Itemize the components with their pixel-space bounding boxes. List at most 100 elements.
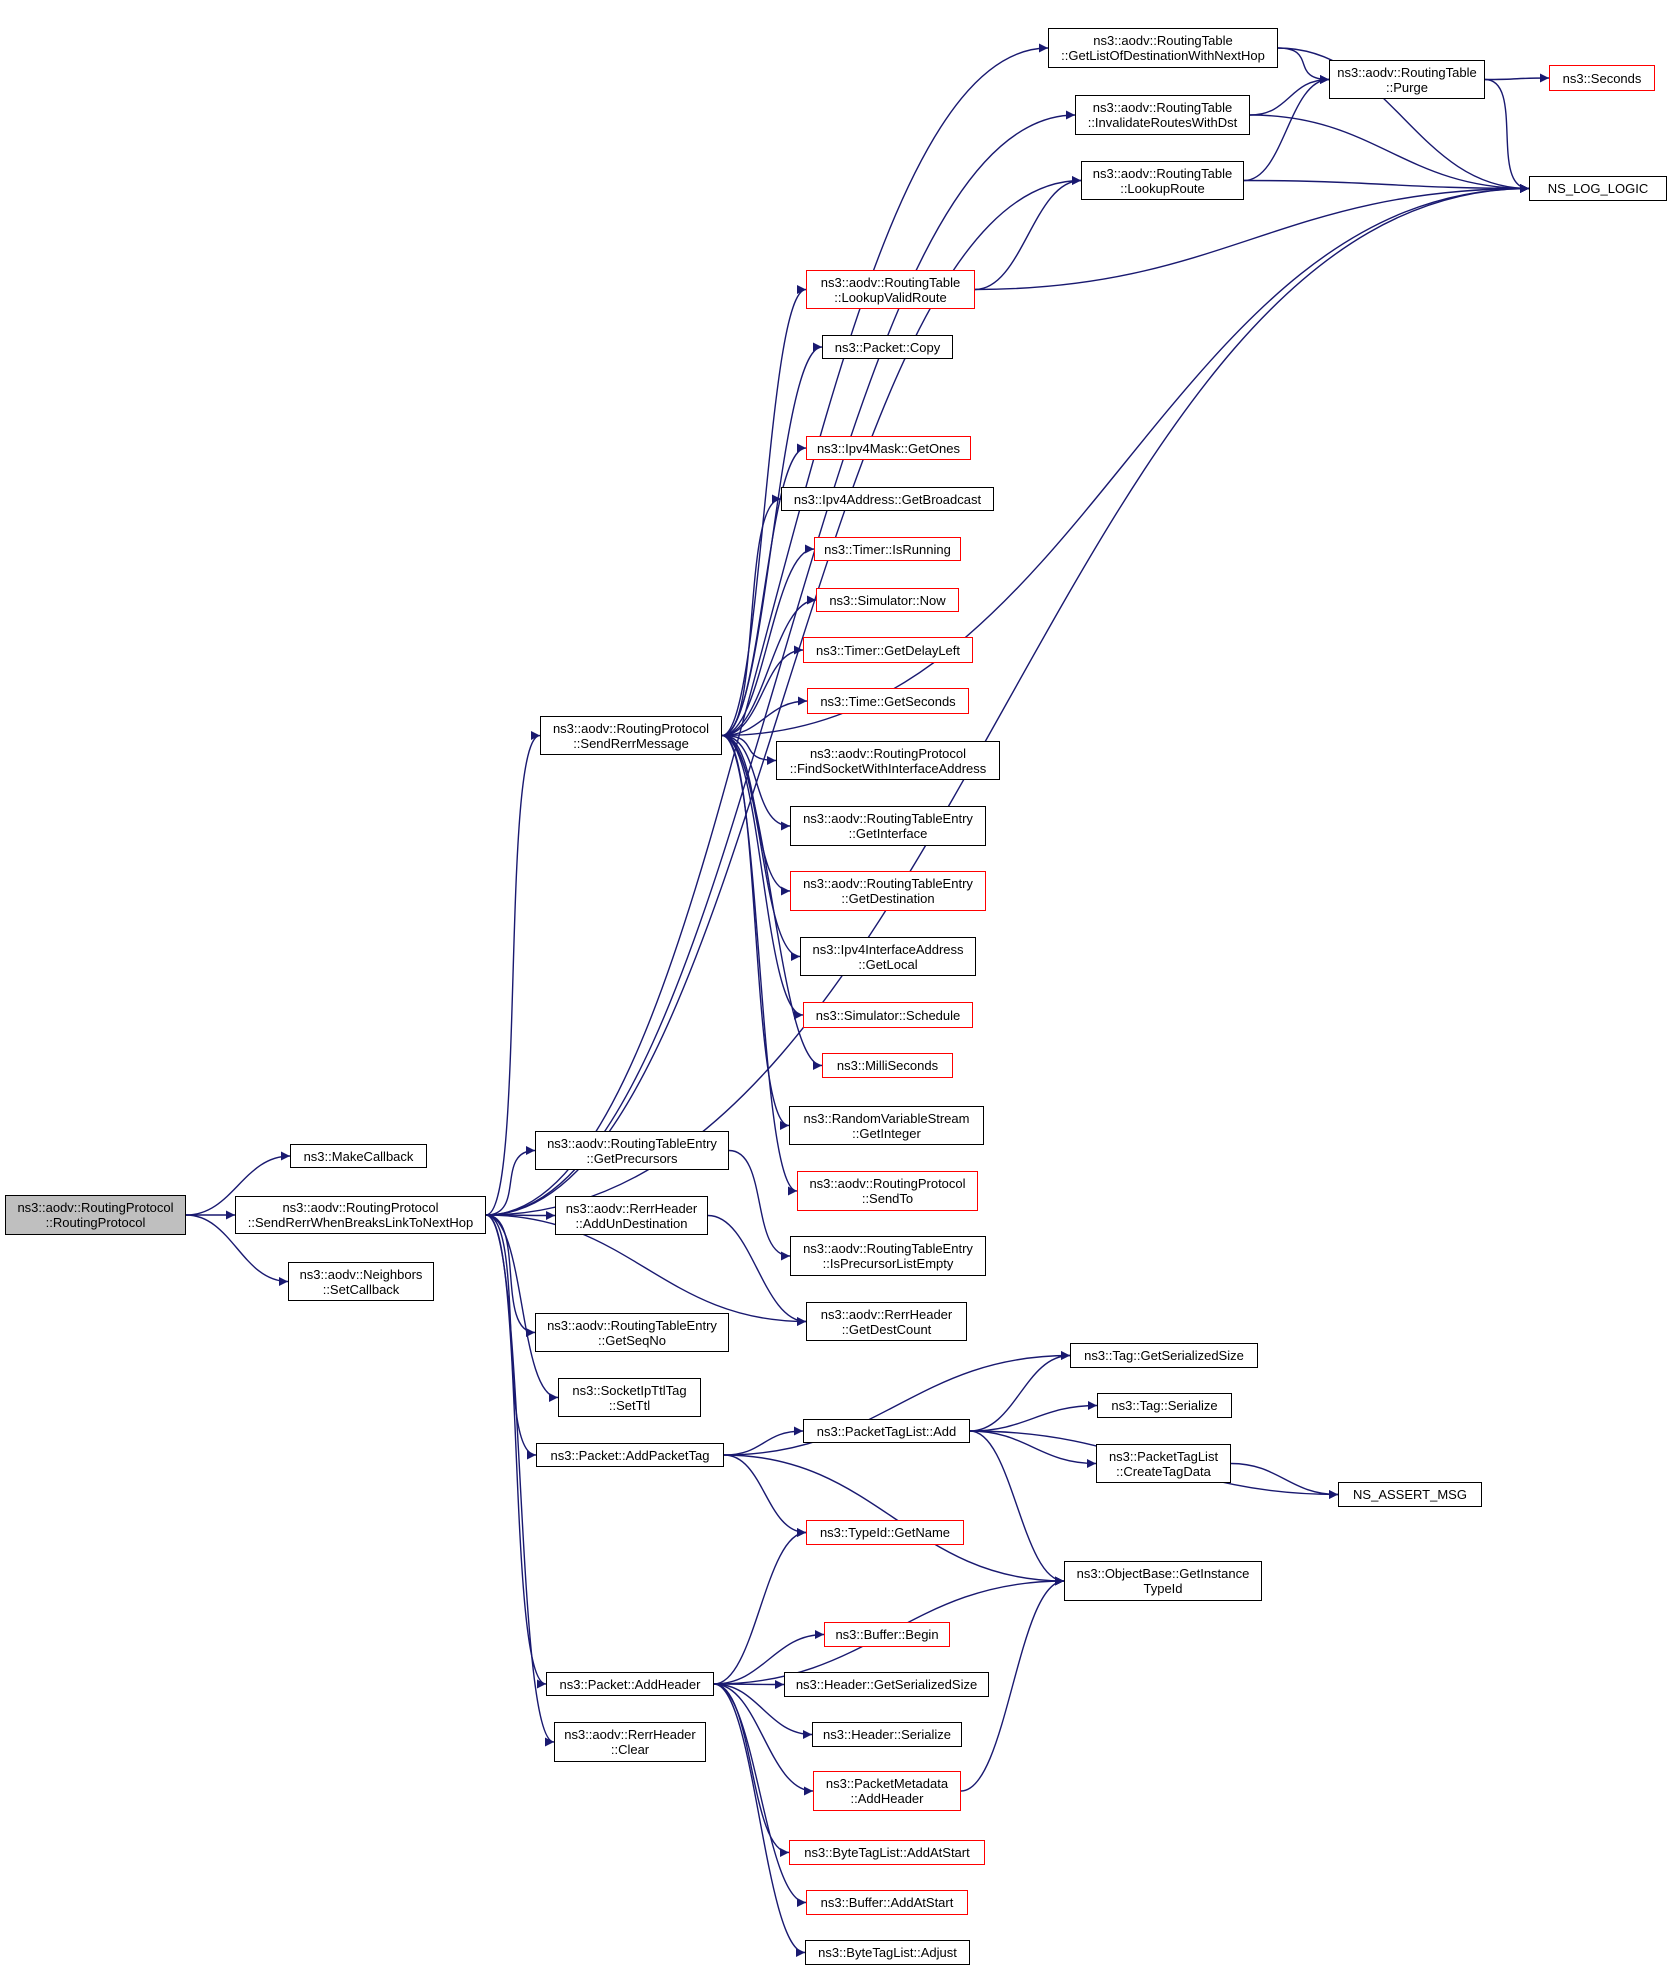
- node-label-line: ns3::aodv::RoutingTableEntry: [803, 876, 973, 891]
- node-purge[interactable]: ns3::aodv::RoutingTable::Purge: [1329, 60, 1485, 99]
- node-label-line: ::SendRerrWhenBreaksLinkToNextHop: [247, 1215, 474, 1230]
- edge-invalidate-to-purge: [1249, 75, 1330, 116]
- node-nsassert[interactable]: NS_ASSERT_MSG: [1338, 1482, 1482, 1507]
- node-seconds[interactable]: ns3::Seconds: [1549, 65, 1655, 91]
- node-label-line: ns3::PacketMetadata: [825, 1776, 949, 1791]
- node-tagser[interactable]: ns3::Tag::Serialize: [1097, 1393, 1232, 1418]
- edge-purge-to-nslog: [1484, 78, 1530, 193]
- node-label-line: ns3::Packet::Copy: [834, 339, 941, 355]
- node-label-line: ::CreateTagData: [1116, 1463, 1211, 1479]
- node-getbcast[interactable]: ns3::Ipv4Address::GetBroadcast: [781, 487, 994, 511]
- node-label-line: ns3::Simulator::Schedule: [815, 1007, 961, 1023]
- node-label-line: ::SetCallback: [322, 1281, 400, 1297]
- edge-getlistdest-to-purge: [1277, 47, 1330, 84]
- edge-sendrerrbreak-to-invalidate: [485, 110, 1076, 1216]
- node-getprec[interactable]: ns3::aodv::RoutingTableEntry::GetPrecurs…: [535, 1131, 729, 1170]
- node-label-line: ns3::aodv::RoutingTable: [820, 274, 961, 290]
- node-label-line: ns3::aodv::RoutingTable: [1092, 165, 1233, 181]
- node-lookupvalid[interactable]: ns3::aodv::RoutingTable::LookupValidRout…: [806, 270, 975, 309]
- edge-ptladd-to-tagser: [969, 1401, 1098, 1432]
- node-label-line: ns3::aodv::RoutingTable: [1092, 100, 1233, 115]
- node-rerrclear[interactable]: ns3::aodv::RerrHeader::Clear: [554, 1722, 706, 1762]
- node-getdest[interactable]: ns3::aodv::RoutingTableEntry::GetDestina…: [790, 871, 986, 911]
- node-label-line: ns3::Timer::GetDelayLeft: [815, 642, 960, 658]
- node-label-line: NS_ASSERT_MSG: [1353, 1487, 1467, 1502]
- node-schedule[interactable]: ns3::Simulator::Schedule: [803, 1002, 973, 1028]
- node-label-line: ns3::aodv::RerrHeader: [564, 1727, 696, 1742]
- node-label-line: ns3::ObjectBase::GetInstance: [1076, 1566, 1250, 1581]
- node-pmaddhdr[interactable]: ns3::PacketMetadata::AddHeader: [813, 1771, 961, 1811]
- node-btladjust[interactable]: ns3::ByteTagList::Adjust: [805, 1940, 970, 1965]
- edge-lookupvalid-to-nslog: [974, 184, 1530, 291]
- node-millis[interactable]: ns3::MilliSeconds: [822, 1053, 953, 1078]
- node-addheader[interactable]: ns3::Packet::AddHeader: [546, 1672, 714, 1696]
- node-label-line: ns3::aodv::RerrHeader: [820, 1306, 953, 1322]
- edge-pmaddhdr-to-getinsttype: [960, 1576, 1065, 1792]
- node-bufbegin[interactable]: ns3::Buffer::Begin: [824, 1622, 950, 1647]
- node-taggetsize[interactable]: ns3::Tag::GetSerializedSize: [1070, 1343, 1258, 1368]
- node-label-line: ::AddHeader: [850, 1791, 924, 1806]
- edge-sendrerrbreak-to-lookuproute: [485, 176, 1082, 1216]
- node-label-line: ::FindSocketWithInterfaceAddress: [789, 760, 987, 776]
- edge-lookuproute-to-nslog: [1243, 179, 1530, 193]
- node-label-line: ns3::Header::GetSerializedSize: [795, 1677, 978, 1692]
- node-label-line: ::GetInterface: [848, 826, 928, 841]
- edge-sendrerrmsg-to-getiface: [721, 734, 791, 831]
- node-bufaddstart[interactable]: ns3::Buffer::AddAtStart: [806, 1890, 968, 1915]
- node-isprecempty[interactable]: ns3::aodv::RoutingTableEntry::IsPrecurso…: [790, 1236, 986, 1276]
- node-lookuproute[interactable]: ns3::aodv::RoutingTable::LookupRoute: [1081, 161, 1244, 200]
- node-label-line: ns3::aodv::RoutingProtocol: [17, 1200, 174, 1215]
- node-addundest[interactable]: ns3::aodv::RerrHeader::AddUnDestination: [555, 1196, 708, 1235]
- node-getdestcount[interactable]: ns3::aodv::RerrHeader::GetDestCount: [806, 1302, 967, 1341]
- node-findsocket[interactable]: ns3::aodv::RoutingProtocol::FindSocketWi…: [776, 741, 1000, 780]
- edge-sendrerrbreak-to-nslog: [485, 184, 1530, 1216]
- node-label-line: ::LookupRoute: [1120, 180, 1205, 196]
- edge-sendrerrmsg-to-isrunning: [721, 544, 815, 737]
- edge-addheader-to-bufbegin: [713, 1630, 825, 1685]
- node-typeidname[interactable]: ns3::TypeId::GetName: [806, 1520, 964, 1545]
- node-neighcb[interactable]: ns3::aodv::Neighbors::SetCallback: [288, 1262, 434, 1301]
- node-createtag[interactable]: ns3::PacketTagList::CreateTagData: [1096, 1444, 1231, 1483]
- node-hdrgetsize[interactable]: ns3::Header::GetSerializedSize: [784, 1672, 989, 1697]
- node-label-line: ns3::ByteTagList::AddAtStart: [804, 1845, 970, 1860]
- node-getinteger[interactable]: ns3::RandomVariableStream::GetInteger: [789, 1106, 984, 1145]
- node-sendto[interactable]: ns3::aodv::RoutingProtocol::SendTo: [797, 1171, 978, 1211]
- node-sendrerrbreak[interactable]: ns3::aodv::RoutingProtocol::SendRerrWhen…: [235, 1196, 486, 1234]
- node-label-line: ::GetPrecursors: [586, 1150, 678, 1166]
- node-btladdstart[interactable]: ns3::ByteTagList::AddAtStart: [789, 1840, 985, 1865]
- node-getseconds[interactable]: ns3::Time::GetSeconds: [807, 688, 969, 714]
- edge-sendrerrmsg-to-lookupvalid: [721, 285, 807, 737]
- node-getlistdest[interactable]: ns3::aodv::RoutingTable::GetListOfDestin…: [1048, 28, 1278, 68]
- node-label-line: ::GetInteger: [852, 1125, 921, 1141]
- node-getiface[interactable]: ns3::aodv::RoutingTableEntry::GetInterfa…: [790, 806, 986, 846]
- node-label-line: ::GetLocal: [858, 956, 918, 972]
- node-label-line: ns3::PacketTagList: [1108, 1448, 1219, 1464]
- edge-addheader-to-pmaddhdr: [713, 1683, 814, 1796]
- node-label-line: ns3::aodv::RoutingTable: [1337, 64, 1477, 80]
- node-getseqno[interactable]: ns3::aodv::RoutingTableEntry::GetSeqNo: [535, 1313, 729, 1352]
- edge-createtag-to-nsassert: [1230, 1462, 1339, 1499]
- node-getdelayleft[interactable]: ns3::Timer::GetDelayLeft: [803, 637, 973, 663]
- node-hdrser[interactable]: ns3::Header::Serialize: [812, 1722, 962, 1747]
- edge-ptladd-to-createtag: [969, 1430, 1097, 1468]
- node-simnow[interactable]: ns3::Simulator::Now: [816, 588, 959, 612]
- node-pktcopy[interactable]: ns3::Packet::Copy: [822, 335, 953, 359]
- edge-addpackettag-to-taggetsize: [723, 1351, 1071, 1456]
- node-ptladd[interactable]: ns3::PacketTagList::Add: [803, 1419, 970, 1443]
- node-getones[interactable]: ns3::Ipv4Mask::GetOnes: [806, 436, 971, 460]
- node-setttl[interactable]: ns3::SocketIpTtlTag::SetTtl: [558, 1378, 701, 1417]
- edge-sendrerrmsg-to-simnow: [721, 595, 817, 737]
- node-makecb[interactable]: ns3::MakeCallback: [290, 1144, 427, 1168]
- node-getlocal[interactable]: ns3::Ipv4InterfaceAddress::GetLocal: [800, 937, 976, 976]
- node-label-line: ns3::Header::Serialize: [823, 1727, 951, 1742]
- node-label-line: ns3::aodv::RoutingTable: [1093, 33, 1233, 48]
- node-label-line: ns3::ByteTagList::Adjust: [818, 1945, 957, 1960]
- node-nslog[interactable]: NS_LOG_LOGIC: [1529, 176, 1667, 201]
- node-isrunning[interactable]: ns3::Timer::IsRunning: [814, 537, 961, 561]
- node-invalidate[interactable]: ns3::aodv::RoutingTable::InvalidateRoute…: [1075, 95, 1250, 135]
- node-label-line: ns3::aodv::Neighbors: [299, 1266, 423, 1282]
- node-addpackettag[interactable]: ns3::Packet::AddPacketTag: [536, 1443, 724, 1467]
- node-sendrerrmsg[interactable]: ns3::aodv::RoutingProtocol::SendRerrMess…: [540, 716, 722, 755]
